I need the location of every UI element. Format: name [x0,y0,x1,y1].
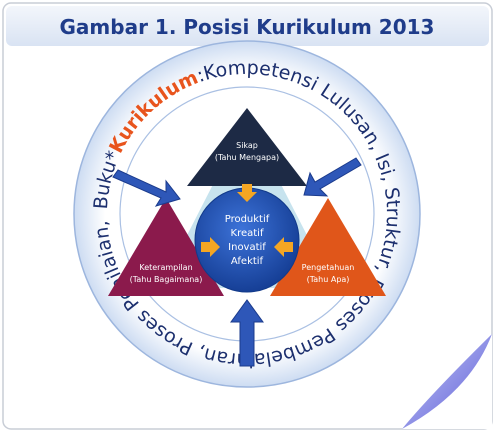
title-bar [6,6,489,46]
triangle-pengetahuan [270,198,386,296]
small-arrow-top-icon [237,184,257,202]
pengetahuan-label: Pengetahuan [302,263,355,272]
center-item-produktif: Produktif [225,214,270,225]
big-arrow-upper-left-icon [112,169,181,207]
page-title: Gambar 1. Posisi Kurikulum 2013 [60,15,435,39]
triangle-keterampilan [108,198,224,296]
sikap-label: Sikap [236,141,258,150]
keterampilan-sublabel: (Tahu Bagaimana) [130,275,203,284]
triangle-sikap [187,108,307,186]
big-arrow-bottom-icon [230,299,264,367]
page-curl [402,334,492,429]
center-item-afektif: Afektif [231,256,264,267]
sikap-sublabel: (Tahu Mengapa) [215,153,279,162]
center-item-kreatif: Kreatif [231,228,264,239]
keterampilan-label: Keterampilan [139,263,192,272]
small-arrow-right-icon [274,237,293,257]
small-arrow-left-icon [201,237,220,257]
center-item-inovatif: Inovatif [228,242,266,253]
pengetahuan-sublabel: (Tahu Apa) [307,275,350,284]
big-arrow-upper-right-icon [303,157,362,197]
